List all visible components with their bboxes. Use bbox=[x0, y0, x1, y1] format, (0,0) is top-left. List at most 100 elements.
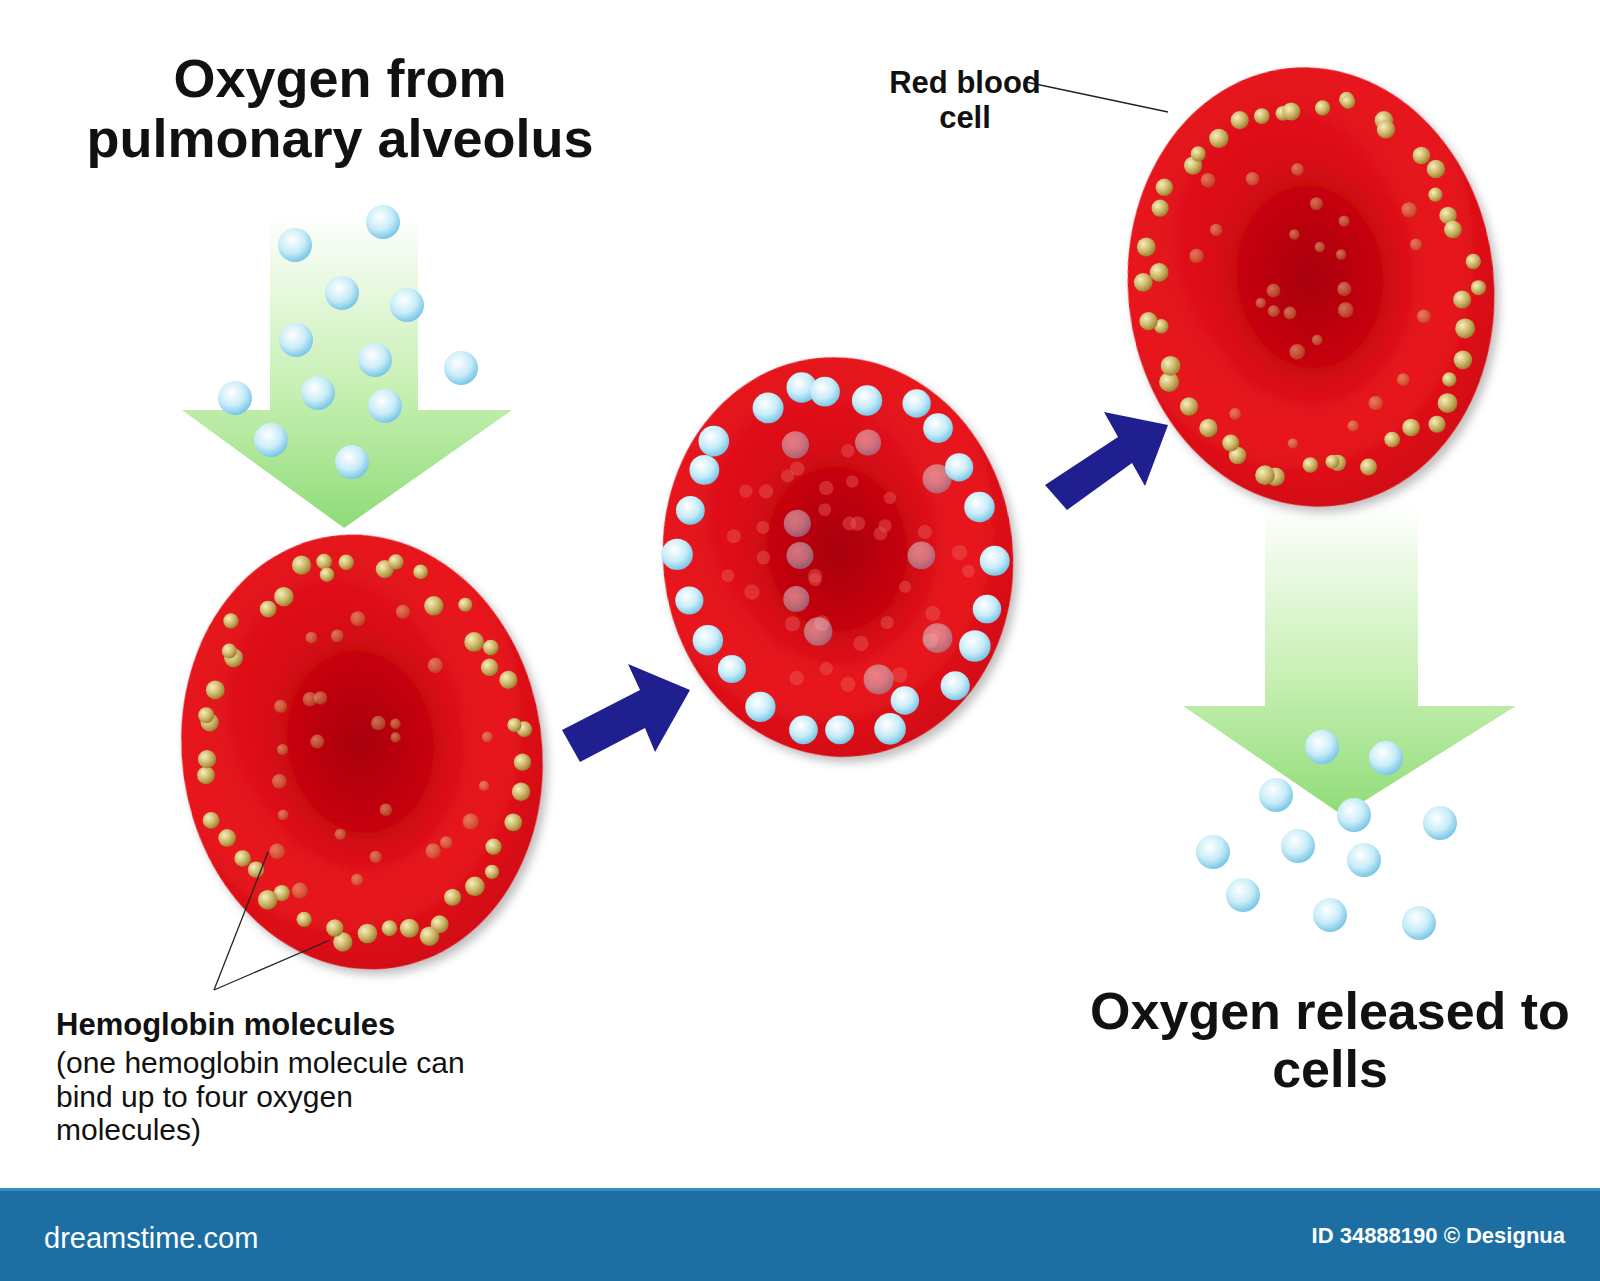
molecule-dot bbox=[396, 605, 410, 619]
molecule-dot bbox=[269, 844, 285, 860]
molecule-dot bbox=[1338, 302, 1354, 318]
molecule-dot bbox=[197, 766, 215, 784]
molecule-dot bbox=[485, 839, 501, 855]
molecule-dot bbox=[819, 481, 834, 496]
molecule-dot bbox=[292, 883, 308, 899]
molecule-dot bbox=[350, 611, 365, 626]
heading-label: Oxygen released to cells bbox=[1080, 982, 1580, 1098]
molecule-dot bbox=[1196, 835, 1230, 869]
molecule-dot bbox=[325, 276, 359, 310]
molecule-dot bbox=[1180, 397, 1198, 415]
molecule-dot bbox=[1315, 242, 1325, 252]
molecule-dot bbox=[1199, 419, 1217, 437]
molecule-dot bbox=[784, 510, 811, 537]
molecule-dot bbox=[941, 671, 970, 700]
molecule-dot bbox=[234, 850, 251, 867]
molecule-dot bbox=[1313, 898, 1347, 932]
molecule-dot bbox=[274, 700, 287, 713]
molecule-dot bbox=[351, 874, 363, 886]
molecule-dot bbox=[272, 774, 287, 789]
part-label: Hemoglobin molecules bbox=[56, 1008, 696, 1043]
molecule-dot bbox=[1310, 197, 1323, 210]
molecule-dot bbox=[1466, 254, 1481, 269]
molecule-dot bbox=[278, 228, 312, 262]
footer-bar bbox=[0, 1191, 1600, 1281]
molecule-dot bbox=[1347, 420, 1358, 431]
molecule-dot bbox=[786, 542, 813, 569]
molecule-dot bbox=[825, 715, 854, 744]
molecule-dot bbox=[507, 718, 521, 732]
molecule-dot bbox=[278, 809, 289, 820]
molecule-dot bbox=[499, 671, 517, 689]
inflow-arrow bbox=[182, 212, 512, 528]
molecule-dot bbox=[1347, 843, 1381, 877]
molecule-dot bbox=[753, 392, 784, 423]
molecule-dot bbox=[316, 554, 332, 570]
molecule-dot bbox=[745, 692, 775, 722]
leader-line bbox=[214, 940, 330, 990]
molecule-dot bbox=[1454, 351, 1473, 370]
molecule-dot bbox=[458, 598, 472, 612]
molecule-dot bbox=[689, 455, 719, 485]
molecule-dot bbox=[258, 890, 278, 910]
molecule-dot bbox=[320, 567, 334, 581]
molecule-dot bbox=[864, 664, 894, 694]
flow-arrow bbox=[562, 664, 690, 762]
molecule-dot bbox=[899, 581, 911, 593]
molecule-dot bbox=[1413, 147, 1431, 165]
molecule-dot bbox=[310, 735, 324, 749]
molecule-dot bbox=[482, 732, 493, 743]
molecule-dot bbox=[1427, 160, 1445, 178]
molecule-dot bbox=[739, 485, 752, 498]
molecule-dot bbox=[1384, 432, 1400, 448]
molecule-dot bbox=[1284, 307, 1297, 320]
molecule-dot bbox=[335, 829, 346, 840]
molecule-dot bbox=[1289, 229, 1299, 239]
molecule-dot bbox=[292, 556, 311, 575]
molecule-dot bbox=[759, 484, 773, 498]
molecule-dot bbox=[1444, 221, 1462, 239]
molecule-dot bbox=[382, 920, 398, 936]
molecule-dot bbox=[902, 389, 930, 417]
molecule-dot bbox=[1189, 249, 1203, 263]
molecule-dot bbox=[959, 630, 991, 662]
molecule-dot bbox=[853, 636, 868, 651]
watermark-text: dreamstime.com bbox=[44, 1222, 444, 1254]
molecule-dot bbox=[782, 431, 809, 458]
molecule-dot bbox=[1226, 878, 1260, 912]
molecule-dot bbox=[1401, 202, 1416, 217]
molecule-dot bbox=[1255, 465, 1275, 485]
molecule-dot bbox=[964, 492, 995, 523]
molecule-dot bbox=[370, 851, 382, 863]
molecule-dot bbox=[391, 732, 401, 742]
molecule-dot bbox=[841, 444, 855, 458]
molecule-dot bbox=[923, 464, 952, 493]
molecule-dot bbox=[390, 288, 424, 322]
molecule-dot bbox=[1360, 459, 1377, 476]
molecule-dot bbox=[1397, 373, 1410, 386]
molecule-dot bbox=[203, 812, 220, 829]
molecule-dot bbox=[1268, 305, 1280, 317]
molecule-dot bbox=[1368, 396, 1382, 410]
molecule-dot bbox=[1152, 199, 1169, 216]
molecule-dot bbox=[1229, 408, 1241, 420]
molecule-dot bbox=[718, 655, 746, 683]
molecule-dot bbox=[1259, 778, 1293, 812]
molecule-dot bbox=[339, 555, 354, 570]
molecule-dot bbox=[1341, 95, 1355, 109]
molecule-dot bbox=[1438, 393, 1458, 413]
molecule-dot bbox=[331, 629, 344, 642]
molecule-dot bbox=[1442, 372, 1456, 386]
molecule-dot bbox=[675, 586, 703, 614]
molecule-dot bbox=[1410, 239, 1422, 251]
molecule-dot bbox=[380, 804, 392, 816]
molecule-dot bbox=[661, 539, 692, 570]
molecule-dot bbox=[1288, 438, 1298, 448]
molecule-dot bbox=[335, 445, 369, 479]
molecule-dot bbox=[727, 529, 741, 543]
molecule-dot bbox=[757, 551, 771, 565]
molecule-dot bbox=[428, 658, 443, 673]
molecule-dot bbox=[789, 671, 804, 686]
molecule-dot bbox=[693, 625, 723, 655]
